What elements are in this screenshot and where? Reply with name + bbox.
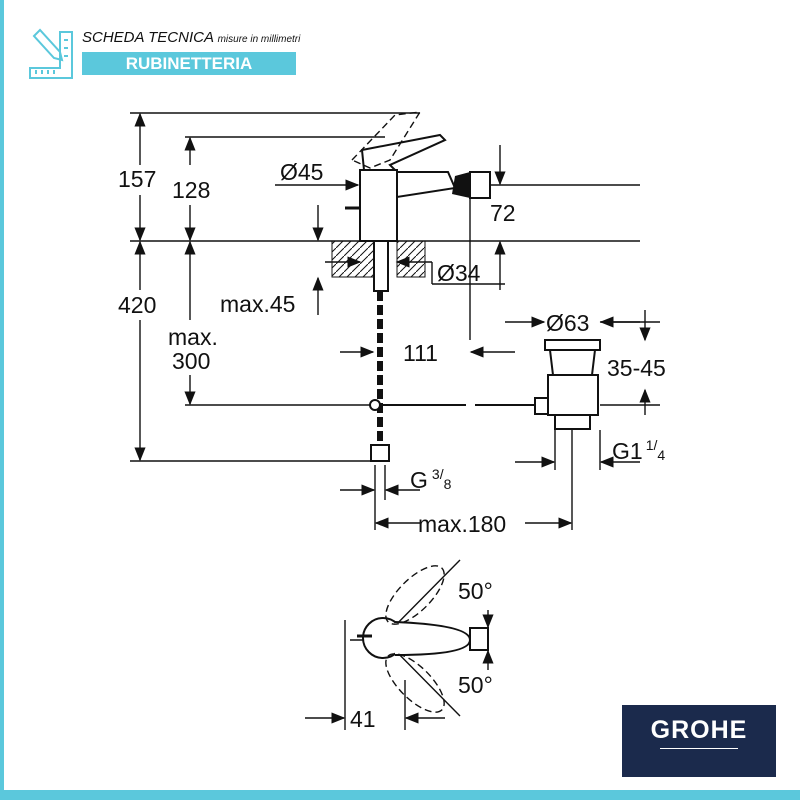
waste-valve xyxy=(534,339,601,430)
category-band: RUBINETTERIA xyxy=(82,52,296,75)
dim-max180: max.180 xyxy=(418,511,506,537)
dim-41: 41 xyxy=(350,706,376,732)
dim-128: 128 xyxy=(172,177,210,203)
faucet-side-view xyxy=(331,111,540,462)
dim-max45: max.45 xyxy=(220,291,295,317)
title-text: SCHEDA TECNICA xyxy=(82,29,214,46)
dim-body-diameter: Ø45 xyxy=(280,159,323,185)
accent-border-bottom xyxy=(0,790,800,800)
dim-111: 111 xyxy=(403,340,438,366)
dim-157: 157 xyxy=(118,166,156,192)
faucet-top-view xyxy=(305,559,494,730)
dim-420: 420 xyxy=(118,292,156,318)
logo-text: GROHE xyxy=(650,716,748,744)
ruler-pencil-icon xyxy=(29,28,73,79)
dim-waste-diameter: Ø63 xyxy=(546,310,589,336)
dim-300: 300 xyxy=(172,348,210,374)
subtitle-text: misure in millimetri xyxy=(217,34,301,45)
dim-hole-diameter: Ø34 xyxy=(437,260,481,286)
dim-72: 72 xyxy=(490,200,516,226)
logo-underline xyxy=(660,748,738,749)
dim-max-label: max. xyxy=(168,324,218,350)
sheet-title: SCHEDA TECNICA misure in millimetri xyxy=(82,29,300,46)
dim-35-45: 35-45 xyxy=(607,355,666,381)
accent-border-left xyxy=(0,0,4,800)
angle-bottom: 50° xyxy=(458,672,493,698)
angle-top: 50° xyxy=(458,578,493,604)
grohe-logo: GROHE xyxy=(622,705,776,777)
